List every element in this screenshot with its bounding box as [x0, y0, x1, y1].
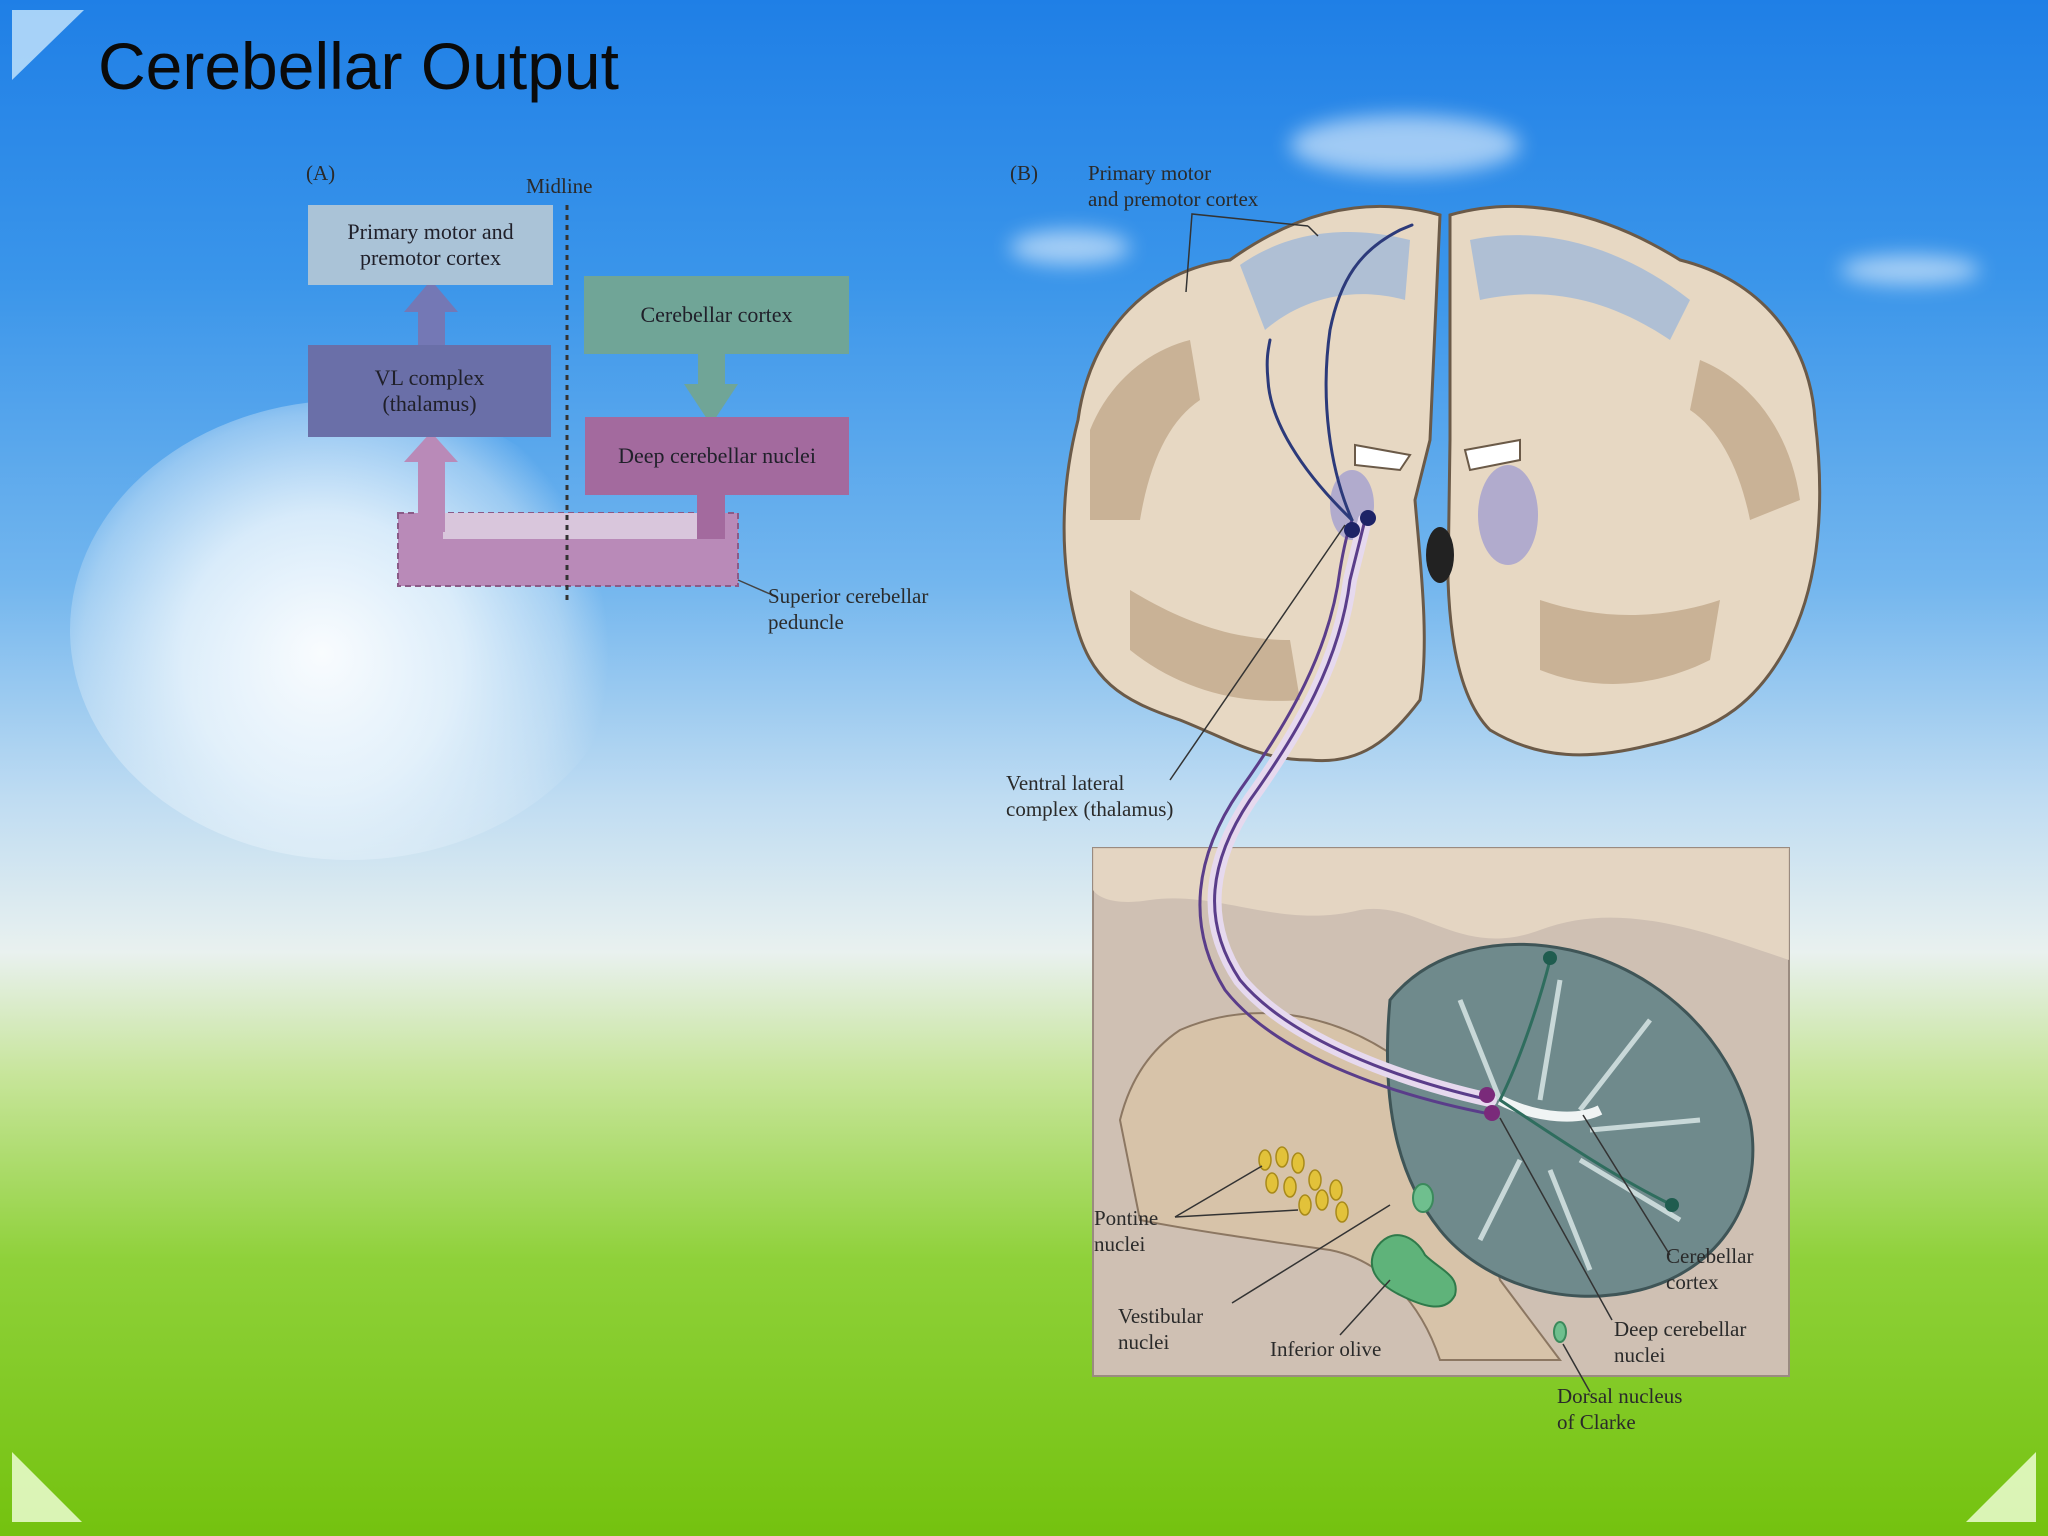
box-vl-complex: VL complex (thalamus)	[308, 345, 551, 437]
inferior-olive	[1370, 1234, 1457, 1308]
corner-triangle-icon	[1966, 1452, 2036, 1522]
label-dorsal-nucleus-clarke: Dorsal nucleus of Clarke	[1557, 1384, 1683, 1434]
corner-triangle-icon	[12, 10, 84, 80]
label-pontine-nuclei: Pontine nuclei	[1094, 1206, 1159, 1256]
label-cerebellar-cortex: Cerebellar cortex	[1666, 1244, 1754, 1294]
peduncle-shaft-left	[418, 462, 445, 532]
dorsal-nucleus-clarke	[1553, 1321, 1567, 1343]
midline-label: Midline	[526, 174, 593, 198]
box-deep-cerebellar-nuclei: Deep cerebellar nuclei	[585, 417, 849, 495]
label-deep-cerebellar-nuclei: Deep cerebellar nuclei	[1614, 1317, 1747, 1367]
arrow-up-icon	[404, 432, 458, 462]
corner-triangle-icon	[12, 1452, 82, 1522]
cloud	[1010, 230, 1130, 265]
peduncle-shaft-right	[697, 494, 725, 539]
peduncle-inner	[443, 513, 711, 539]
output-pathway	[1198, 223, 1674, 1207]
label-primary-motor-cortex: Primary motor and premotor cortex	[1088, 161, 1259, 211]
slide-title: Cerebellar Output	[98, 29, 619, 103]
pathway-nodes	[1344, 510, 1679, 1212]
arrow-shaft	[418, 310, 445, 345]
box-cerebellar-cortex: Cerebellar cortex	[584, 276, 849, 354]
arrow-up-icon	[404, 280, 458, 312]
peduncle-label: Superior cerebellar peduncle	[768, 584, 929, 634]
cloud	[1290, 115, 1520, 175]
arrow-down-icon	[684, 384, 738, 425]
peduncle-leader	[737, 579, 771, 595]
panel-b-label: (B)	[1010, 161, 1038, 185]
arrow-shaft	[698, 354, 725, 386]
cloud	[1840, 255, 1980, 285]
vestibular-nucleus	[1412, 1183, 1434, 1213]
pontine-nuclei	[1258, 1146, 1349, 1223]
label-vestibular-nuclei: Vestibular nuclei	[1118, 1304, 1204, 1354]
box-primary-motor-cortex: Primary motor and premotor cortex	[308, 205, 553, 285]
panel-a-label: (A)	[306, 161, 336, 185]
label-inferior-olive: Inferior olive	[1270, 1337, 1382, 1361]
label-ventral-lateral-complex: Ventral lateral complex (thalamus)	[1006, 771, 1174, 821]
dandelion-decoration	[70, 400, 630, 860]
label-leaders	[1169, 213, 1671, 1393]
coronal-brain-section	[1062, 205, 1822, 763]
